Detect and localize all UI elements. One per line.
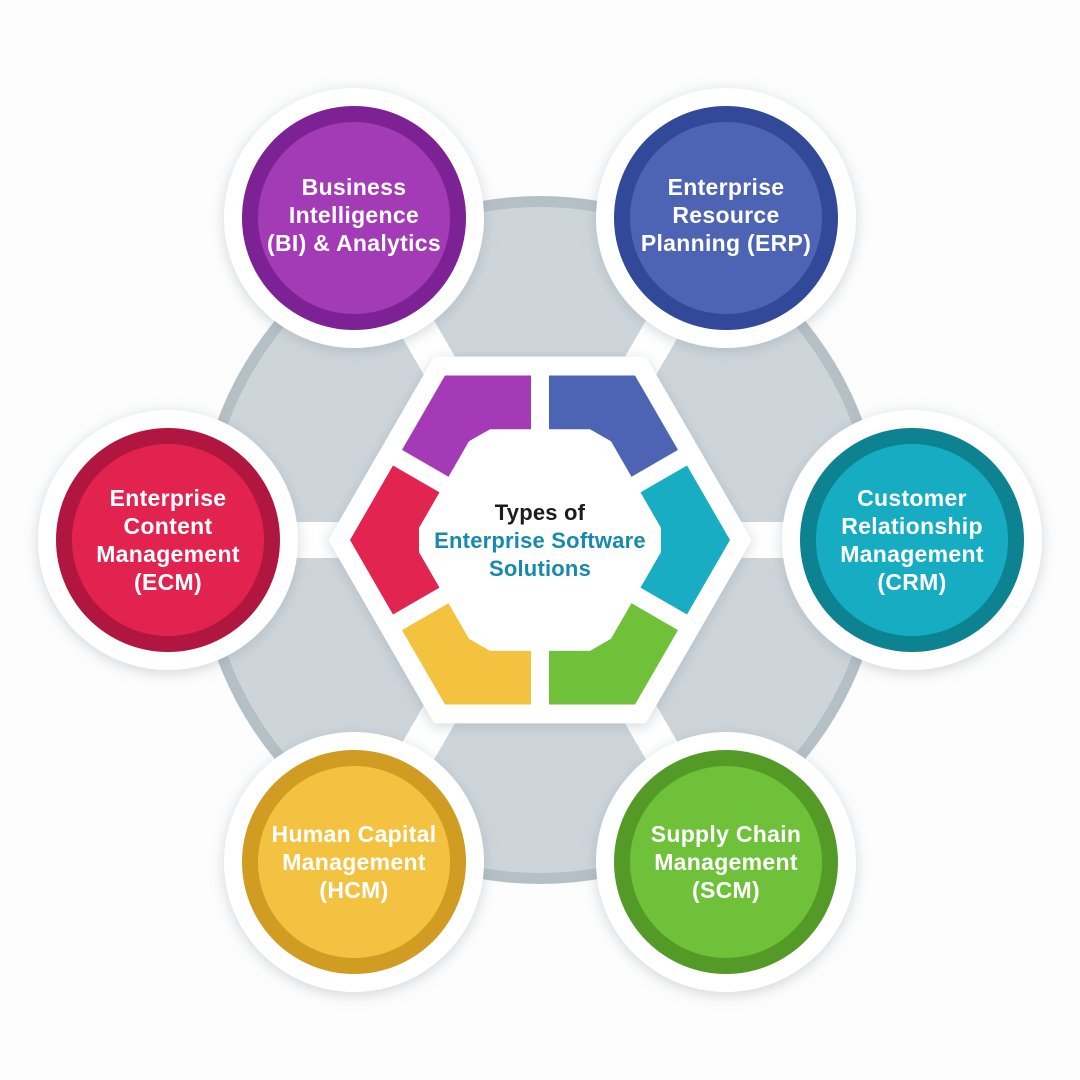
node-bi (224, 88, 484, 348)
hexagon-segment-ecm (350, 465, 440, 615)
node-fill-ecm (72, 444, 264, 636)
node-fill-erp (630, 122, 822, 314)
hexagon-segment-hcm (402, 603, 531, 705)
node-hcm (224, 732, 484, 992)
node-erp (596, 88, 856, 348)
hexagon-segment-bi (402, 375, 531, 477)
node-ecm (38, 410, 298, 670)
node-fill-hcm (258, 766, 450, 958)
node-fill-crm (816, 444, 1008, 636)
node-scm (596, 732, 856, 992)
hexagon-segment-scm (549, 603, 678, 705)
node-fill-bi (258, 122, 450, 314)
hexagon-segment-crm (640, 465, 730, 615)
hexagon-segment-erp (549, 375, 678, 477)
node-crm (782, 410, 1042, 670)
hexagon-ring (350, 375, 730, 705)
node-fill-scm (630, 766, 822, 958)
